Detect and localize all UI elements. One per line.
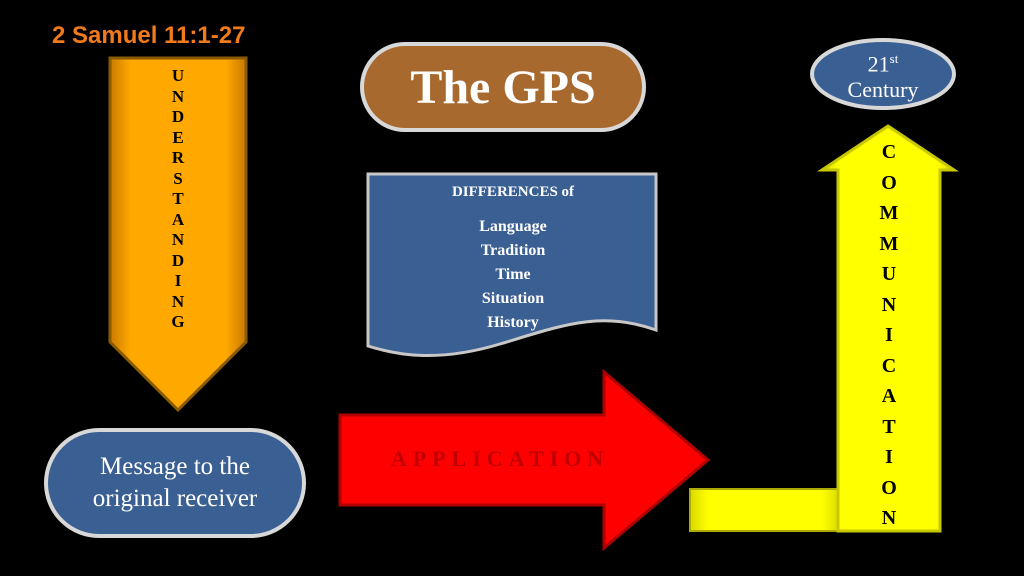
communication-letter: C xyxy=(881,354,897,377)
message-line-2: original receiver xyxy=(92,485,258,512)
understanding-letter: N xyxy=(171,86,185,106)
communication-letter: M xyxy=(879,202,899,224)
communication-letter: C xyxy=(881,141,897,163)
communication-letter: N xyxy=(881,293,897,316)
understanding-letter: S xyxy=(173,168,183,188)
understanding-letter: N xyxy=(171,291,185,311)
differences-item: History xyxy=(487,314,539,331)
gps-pill-shape xyxy=(360,42,646,132)
differences-box: DIFFERENCES of Language Tradition Time S… xyxy=(370,176,656,335)
century-number: 21 xyxy=(867,51,890,77)
understanding-letter: R xyxy=(171,148,185,167)
differences-item: Time xyxy=(495,266,531,283)
century-suffix: st xyxy=(889,51,899,67)
understanding-letter: A xyxy=(171,209,185,229)
communication-connector xyxy=(689,488,841,532)
differences-item: Language xyxy=(479,218,547,235)
application-label: APPLICATION xyxy=(390,446,610,471)
communication-letter: O xyxy=(881,476,897,499)
communication-letter: I xyxy=(885,446,893,468)
understanding-letter: E xyxy=(172,127,184,147)
understanding-letter: U xyxy=(171,66,185,85)
communication-letter: U xyxy=(881,263,897,285)
application-arrow xyxy=(338,368,711,552)
understanding-arrow xyxy=(108,56,248,413)
message-pill-shape xyxy=(44,428,306,538)
communication-letter: I xyxy=(885,324,893,346)
communication-letter: M xyxy=(879,232,899,255)
understanding-letter: I xyxy=(174,271,182,290)
differences-item: Situation xyxy=(481,290,545,307)
understanding-letter: D xyxy=(171,107,185,126)
communication-letter: A xyxy=(881,385,897,407)
communication-letter: T xyxy=(882,415,896,438)
gps-title: The GPS xyxy=(410,60,596,114)
century-ellipse xyxy=(810,38,956,110)
understanding-letter: T xyxy=(172,189,184,208)
communication-letter: O xyxy=(881,171,897,194)
communication-arrow xyxy=(817,124,959,533)
scripture-reference: 2 Samuel 11:1-27 xyxy=(52,22,246,49)
understanding-letter: G xyxy=(171,312,185,331)
understanding-letter: D xyxy=(171,250,185,270)
message-label: Message to the original receiver xyxy=(46,430,304,536)
differences-document xyxy=(366,172,658,357)
differences-title: DIFFERENCES of xyxy=(451,184,575,200)
century-label: 21st Century xyxy=(812,40,954,108)
message-line-1: Message to the xyxy=(100,453,250,480)
differences-item: Tradition xyxy=(480,242,546,259)
communication-letter: N xyxy=(881,507,897,529)
century-word: Century xyxy=(847,76,919,102)
understanding-letter: N xyxy=(171,230,185,249)
